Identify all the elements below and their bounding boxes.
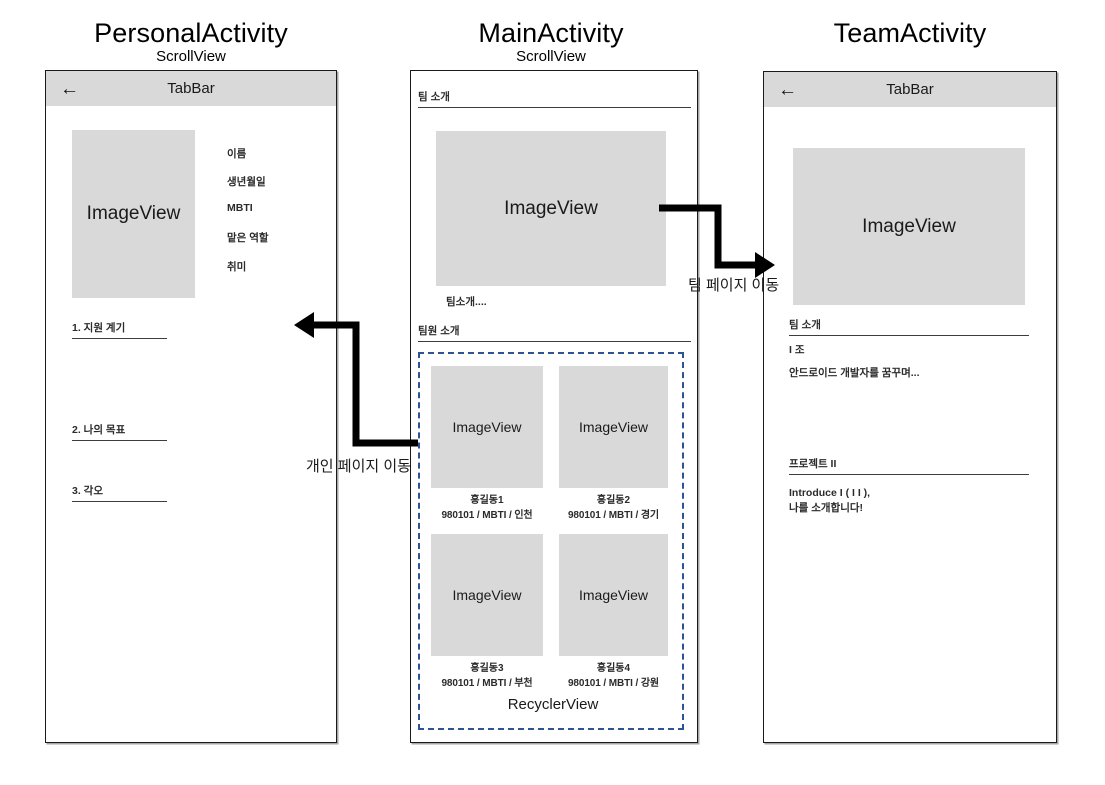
main-activity-subtitle: ScrollView xyxy=(516,48,586,65)
info-label-mbti: MBTI xyxy=(227,202,253,214)
team-project-header-title: 프로젝트 II xyxy=(789,458,837,470)
main-activity-title: MainActivity xyxy=(478,18,624,48)
team-tabbar-title: TabBar xyxy=(886,81,934,98)
section-divider xyxy=(72,338,167,339)
member-card-caption-4: 홍길동4 980101 / MBTI / 강원 xyxy=(559,662,668,691)
back-arrow-icon[interactable]: ← xyxy=(60,78,79,99)
personal-section-2-title: 2. 나의 목표 xyxy=(72,424,126,436)
member-meta: 980101 / MBTI / 강원 xyxy=(567,677,660,689)
member-name: 홍길동1 xyxy=(470,495,504,506)
image-placeholder-label: ImageView xyxy=(862,215,956,237)
member-name: 홍길동2 xyxy=(596,495,631,506)
member-meta: 980101 / MBTI / 인천 xyxy=(441,509,533,521)
image-placeholder-label: ImageView xyxy=(578,419,648,435)
flow-arrow-to-team xyxy=(659,204,775,278)
personal-section-3-title: 3. 각오 xyxy=(72,485,103,497)
member-card-caption-1: 홍길동1 980101 / MBTI / 인천 xyxy=(431,494,543,523)
member-name: 홍길동3 xyxy=(470,663,504,674)
personal-section-1: 1. 지원 계기 xyxy=(72,320,167,339)
info-label-role: 맡은 역할 xyxy=(227,232,269,244)
recyclerview-label: RecyclerView xyxy=(507,696,599,713)
personal-activity-frame: ← TabBar ImageView 이름 생년월일 MBTI 맡은 역할 취미… xyxy=(45,70,337,743)
team-project-body: Introduce I ( I I ), 나를 소개합니다! xyxy=(789,487,871,515)
personal-section-1-title: 1. 지원 계기 xyxy=(72,322,126,334)
main-team-header-title: 팀 소개 xyxy=(418,91,450,103)
team-intro-section-header: 팀 소개 xyxy=(789,317,1029,336)
team-hero-image[interactable]: ImageView xyxy=(793,148,1025,305)
member-card-caption-2: 홍길동2 980101 / MBTI / 경기 xyxy=(559,494,668,523)
team-activity-frame: ← TabBar ImageView 팀 소개 I 조 안드로이드 개발자를 꿈… xyxy=(763,71,1057,743)
image-placeholder-label: ImageView xyxy=(86,203,181,224)
member-meta: 980101 / MBTI / 경기 xyxy=(567,509,660,521)
main-team-section-header: 팀 소개 xyxy=(418,89,691,108)
team-intro-line-2: 안드로이드 개발자를 꿈꾸며... xyxy=(789,367,920,379)
member-card-caption-3: 홍길동3 980101 / MBTI / 부천 xyxy=(431,662,543,691)
personal-section-2: 2. 나의 목표 xyxy=(72,422,167,441)
main-team-description: 팀소개.... xyxy=(446,296,487,308)
member-name: 홍길동4 xyxy=(596,663,631,674)
member-card-image-4[interactable]: ImageView xyxy=(559,534,668,656)
team-intro-header-title: 팀 소개 xyxy=(789,319,821,331)
personal-tabbar: ← TabBar xyxy=(46,71,336,106)
main-activity-frame: 팀 소개 ImageView 팀소개.... 팀원 소개 ImageView 홍… xyxy=(410,70,698,743)
personal-profile-image[interactable]: ImageView xyxy=(72,130,195,298)
team-tabbar: ← TabBar xyxy=(764,72,1056,107)
main-members-recyclerview[interactable]: ImageView 홍길동1 980101 / MBTI / 인천 ImageV… xyxy=(418,352,684,730)
section-divider xyxy=(789,474,1029,475)
personal-tabbar-title: TabBar xyxy=(167,80,215,97)
image-placeholder-label: ImageView xyxy=(578,587,648,603)
flow-arrow-to-personal xyxy=(294,312,418,447)
team-project-section-header: 프로젝트 II xyxy=(789,456,1029,475)
image-placeholder-label: ImageView xyxy=(452,587,522,603)
section-divider xyxy=(789,335,1029,336)
info-label-birthdate: 생년월일 xyxy=(227,176,266,188)
image-placeholder-label: ImageView xyxy=(504,197,598,219)
info-label-hobby: 취미 xyxy=(227,261,247,273)
main-members-section-header: 팀원 소개 xyxy=(418,323,691,342)
member-card-image-1[interactable]: ImageView xyxy=(431,366,543,488)
info-label-name: 이름 xyxy=(227,148,247,160)
main-team-image[interactable]: ImageView xyxy=(436,131,666,286)
section-divider xyxy=(72,501,167,502)
section-divider xyxy=(72,440,167,441)
member-meta: 980101 / MBTI / 부천 xyxy=(441,677,533,689)
main-members-header-title: 팀원 소개 xyxy=(418,325,460,337)
personal-section-3: 3. 각오 xyxy=(72,483,167,502)
image-placeholder-label: ImageView xyxy=(452,419,522,435)
member-card-image-2[interactable]: ImageView xyxy=(559,366,668,488)
team-intro-line-1: I 조 xyxy=(789,344,805,356)
personal-activity-title: PersonalActivity xyxy=(94,18,288,48)
flow-label-to-personal: 개인 페이지 이동 xyxy=(306,458,411,475)
section-divider xyxy=(418,341,691,342)
personal-activity-subtitle: ScrollView xyxy=(156,48,226,65)
member-card-image-3[interactable]: ImageView xyxy=(431,534,543,656)
flow-label-to-team: 팀 페이지 이동 xyxy=(688,277,780,294)
back-arrow-icon[interactable]: ← xyxy=(778,79,797,100)
section-divider xyxy=(418,107,691,108)
team-activity-title: TeamActivity xyxy=(833,18,987,48)
